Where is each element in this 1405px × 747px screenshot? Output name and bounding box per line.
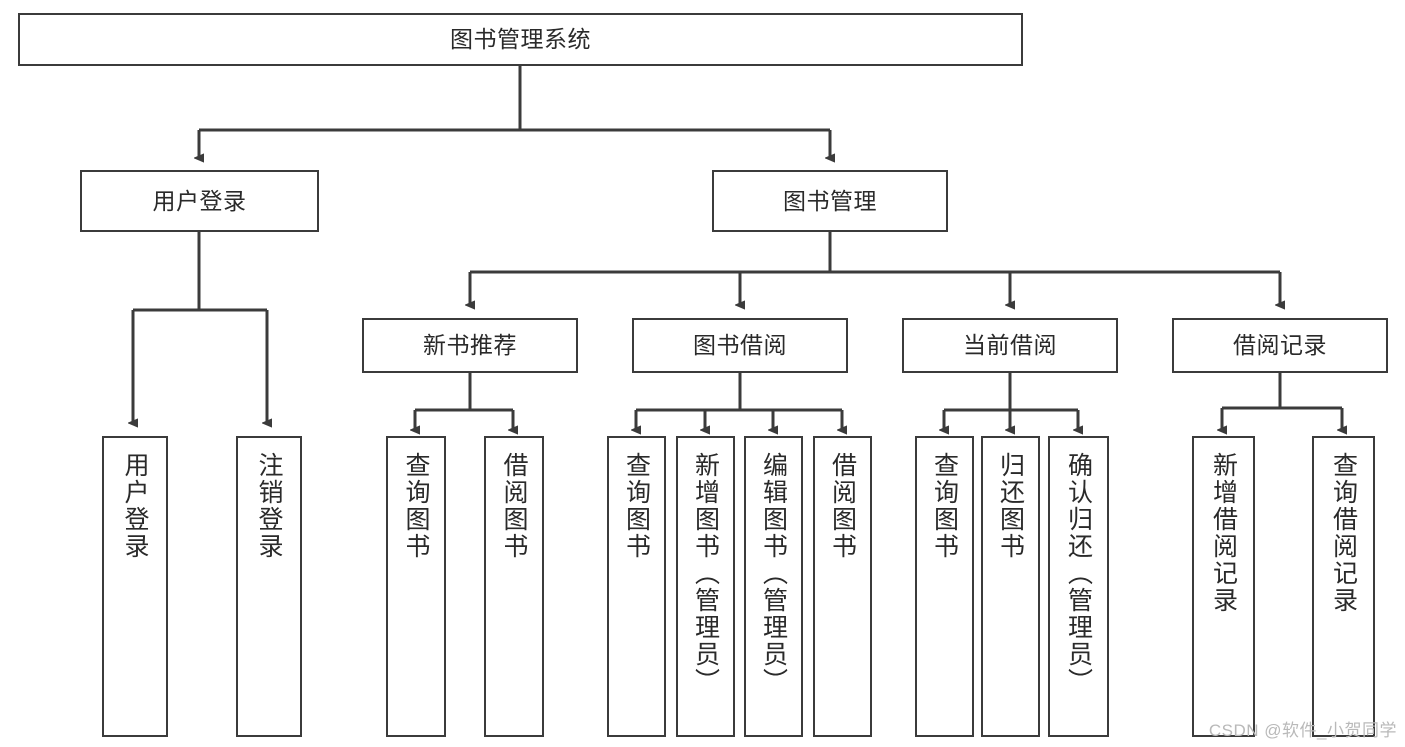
node-leaf-add-record[interactable]: 新增借阅记录 — [1192, 436, 1255, 737]
node-leaf-borrow-book-1[interactable]: 借阅图书 — [484, 436, 544, 737]
node-leaf-add-book[interactable]: 新增图书（管理员） — [676, 436, 735, 737]
node-leaf-borrow-book-1-label: 借阅图书 — [500, 452, 528, 560]
node-new-book-recommend[interactable]: 新书推荐 — [362, 318, 578, 373]
node-leaf-edit-book-label: 编辑图书（管理员） — [759, 452, 788, 695]
csdn-watermark: CSDN @软件_小贺同学 — [1208, 721, 1397, 740]
node-leaf-return-book-label: 归还图书 — [996, 452, 1025, 560]
node-leaf-return-book[interactable]: 归还图书 — [981, 436, 1040, 737]
node-book-management[interactable]: 图书管理 — [712, 170, 948, 232]
node-book-borrow-label: 图书借阅 — [693, 332, 787, 359]
node-borrow-record-label: 借阅记录 — [1233, 332, 1327, 359]
node-leaf-edit-book[interactable]: 编辑图书（管理员） — [744, 436, 803, 737]
node-root[interactable]: 图书管理系统 — [18, 13, 1023, 66]
node-user-login[interactable]: 用户登录 — [80, 170, 319, 232]
node-leaf-query-book-3-label: 查询图书 — [930, 452, 959, 560]
node-leaf-logout-login[interactable]: 注销登录 — [236, 436, 302, 737]
node-leaf-query-book-2-label: 查询图书 — [622, 452, 651, 560]
node-user-login-label: 用户登录 — [152, 187, 247, 214]
node-leaf-confirm-return[interactable]: 确认归还（管理员） — [1048, 436, 1109, 737]
node-leaf-query-record[interactable]: 查询借阅记录 — [1312, 436, 1375, 737]
node-leaf-query-book-1-label: 查询图书 — [402, 452, 430, 560]
node-book-management-label: 图书管理 — [783, 187, 877, 214]
node-book-borrow[interactable]: 图书借阅 — [632, 318, 848, 373]
node-new-book-recommend-label: 新书推荐 — [423, 332, 517, 359]
node-root-label: 图书管理系统 — [450, 26, 591, 53]
node-leaf-user-login[interactable]: 用户登录 — [102, 436, 168, 737]
node-leaf-add-record-label: 新增借阅记录 — [1209, 452, 1238, 614]
node-current-borrow-label: 当前借阅 — [963, 332, 1057, 359]
node-leaf-add-book-label: 新增图书（管理员） — [691, 452, 720, 695]
node-leaf-query-book-2[interactable]: 查询图书 — [607, 436, 666, 737]
node-current-borrow[interactable]: 当前借阅 — [902, 318, 1118, 373]
node-leaf-query-book-3[interactable]: 查询图书 — [915, 436, 974, 737]
node-leaf-user-login-label: 用户登录 — [121, 452, 149, 560]
node-leaf-borrow-book-2-label: 借阅图书 — [828, 452, 857, 560]
node-leaf-borrow-book-2[interactable]: 借阅图书 — [813, 436, 872, 737]
node-leaf-confirm-return-label: 确认归还（管理员） — [1064, 452, 1093, 695]
node-borrow-record[interactable]: 借阅记录 — [1172, 318, 1388, 373]
node-leaf-logout-login-label: 注销登录 — [255, 452, 283, 560]
node-leaf-query-record-label: 查询借阅记录 — [1329, 452, 1358, 614]
node-leaf-query-book-1[interactable]: 查询图书 — [386, 436, 446, 737]
